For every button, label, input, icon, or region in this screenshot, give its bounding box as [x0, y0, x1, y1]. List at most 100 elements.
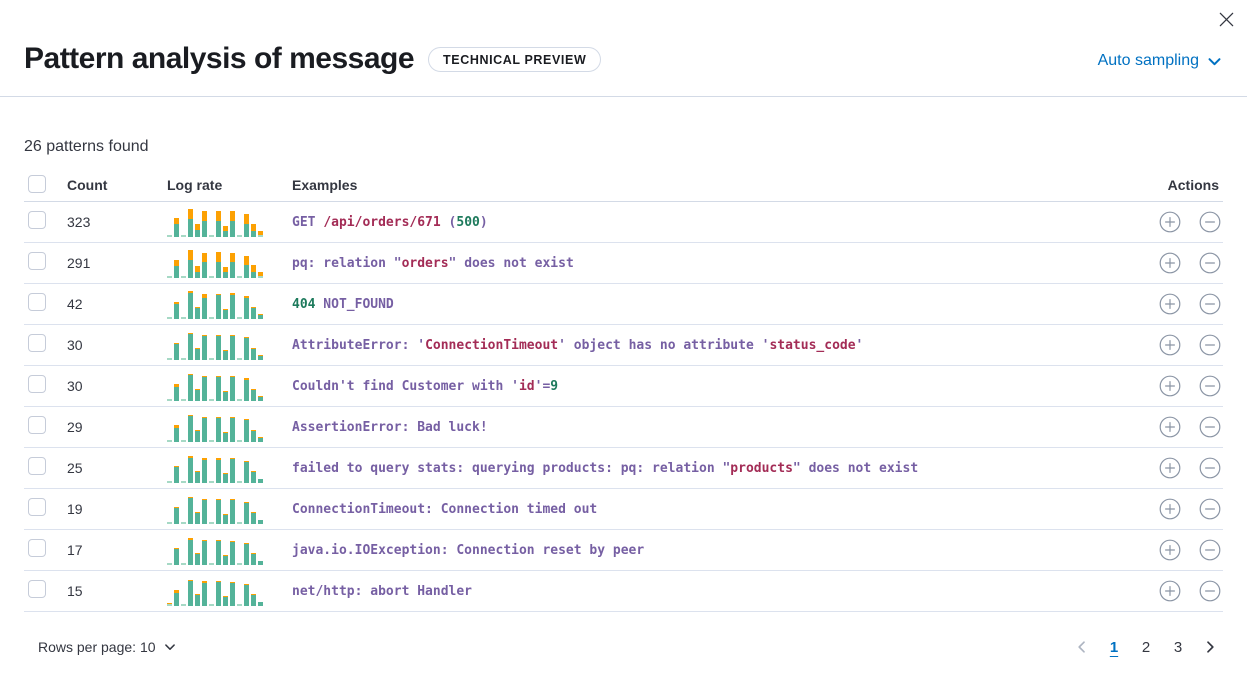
sampling-dropdown[interactable]: Auto sampling [1098, 52, 1223, 70]
sparkline-bar [223, 226, 228, 237]
count-value: 42 [67, 296, 83, 312]
page-button-3[interactable]: 3 [1165, 634, 1191, 660]
filter-in-button[interactable] [1159, 416, 1181, 438]
sparkline-bar [202, 540, 207, 565]
sparkline-bar [202, 417, 207, 442]
row-checkbox[interactable] [28, 210, 46, 229]
chevron-left-icon [1078, 641, 1085, 653]
sparkline-bar [223, 309, 228, 319]
row-checkbox[interactable] [28, 333, 46, 352]
page-button-1[interactable]: 1 [1101, 634, 1127, 660]
sparkline-bar [202, 253, 207, 278]
filter-out-button[interactable] [1199, 375, 1221, 397]
row-checkbox[interactable] [28, 579, 46, 598]
row-checkbox[interactable] [28, 456, 46, 475]
sparkline-bar [209, 522, 214, 524]
row-checkbox[interactable] [28, 415, 46, 434]
filter-in-button[interactable] [1159, 211, 1181, 233]
filter-in-button[interactable] [1159, 580, 1181, 602]
actions-cell [1133, 293, 1223, 315]
filter-out-button[interactable] [1199, 498, 1221, 520]
row-select-cell [24, 292, 64, 316]
sparkline-bar [230, 376, 235, 401]
page-button-2[interactable]: 2 [1133, 634, 1159, 660]
sparkline-bar [167, 358, 172, 360]
example-text: 404 NOT_FOUND [292, 296, 394, 312]
sparkline-bar [251, 265, 256, 278]
count-value: 25 [67, 460, 83, 476]
log-rate-cell [167, 535, 289, 565]
sparkline-bar [244, 461, 249, 483]
select-all-checkbox[interactable] [28, 174, 46, 193]
filter-out-button[interactable] [1199, 416, 1221, 438]
filter-in-button[interactable] [1159, 539, 1181, 561]
sparkline-bar [251, 594, 256, 606]
sparkline-bar [237, 317, 242, 319]
sparkline-bar [209, 440, 214, 442]
sparkline-bar [258, 272, 263, 278]
filter-out-button[interactable] [1199, 539, 1221, 561]
sparkline-bar [195, 512, 200, 524]
filter-out-button[interactable] [1199, 211, 1221, 233]
row-checkbox[interactable] [28, 292, 46, 311]
row-checkbox[interactable] [28, 374, 46, 393]
minus-circle-icon [1199, 498, 1221, 520]
plus-circle-icon [1159, 375, 1181, 397]
sparkline-bar [258, 437, 263, 442]
sparkline-bar [237, 563, 242, 565]
sparkline-bar [181, 481, 186, 483]
sparkline-bar [167, 399, 172, 401]
sparkline-bar [216, 458, 221, 483]
count-value: 30 [67, 378, 83, 394]
row-checkbox[interactable] [28, 538, 46, 557]
sparkline-bar [251, 553, 256, 565]
sparkline-bar [167, 235, 172, 237]
minus-circle-icon [1199, 375, 1221, 397]
next-page-button[interactable] [1197, 634, 1223, 660]
sparkline-bar [230, 211, 235, 237]
sparkline-bar [237, 604, 242, 606]
filter-in-button[interactable] [1159, 457, 1181, 479]
sparkline-bar [237, 522, 242, 524]
filter-out-button[interactable] [1199, 252, 1221, 274]
sparkline-bar [195, 224, 200, 237]
log-rate-cell [167, 330, 289, 360]
row-checkbox[interactable] [28, 251, 46, 270]
minus-circle-icon [1199, 293, 1221, 315]
count-value: 29 [67, 419, 83, 435]
sparkline-bar [195, 553, 200, 565]
chevron-right-icon [1207, 641, 1214, 653]
filter-in-button[interactable] [1159, 498, 1181, 520]
minus-circle-icon [1199, 539, 1221, 561]
filter-out-button[interactable] [1199, 580, 1221, 602]
sparkline-bar [209, 358, 214, 360]
minus-circle-icon [1199, 457, 1221, 479]
sparkline-bar [174, 466, 179, 483]
count-value: 291 [67, 255, 91, 271]
filter-in-button[interactable] [1159, 375, 1181, 397]
filter-out-button[interactable] [1199, 457, 1221, 479]
row-select-cell [24, 497, 64, 521]
filter-out-button[interactable] [1199, 334, 1221, 356]
sparkline-bar [167, 522, 172, 524]
filter-in-button[interactable] [1159, 334, 1181, 356]
sparkline-bar [258, 561, 263, 565]
sparkline-bar [209, 563, 214, 565]
filter-in-button[interactable] [1159, 252, 1181, 274]
example-text: AttributeError: 'ConnectionTimeout' obje… [292, 337, 864, 353]
sparkline-bar [237, 276, 242, 278]
previous-page-button[interactable] [1069, 634, 1095, 660]
log-rate-cell [167, 371, 289, 401]
sparkline-bar [167, 317, 172, 319]
rows-per-page-dropdown[interactable]: Rows per page: 10 [38, 639, 177, 655]
sparkline-bar [258, 314, 263, 319]
row-checkbox[interactable] [28, 497, 46, 516]
close-button[interactable] [1211, 4, 1241, 34]
filter-out-button[interactable] [1199, 293, 1221, 315]
filter-in-button[interactable] [1159, 293, 1181, 315]
